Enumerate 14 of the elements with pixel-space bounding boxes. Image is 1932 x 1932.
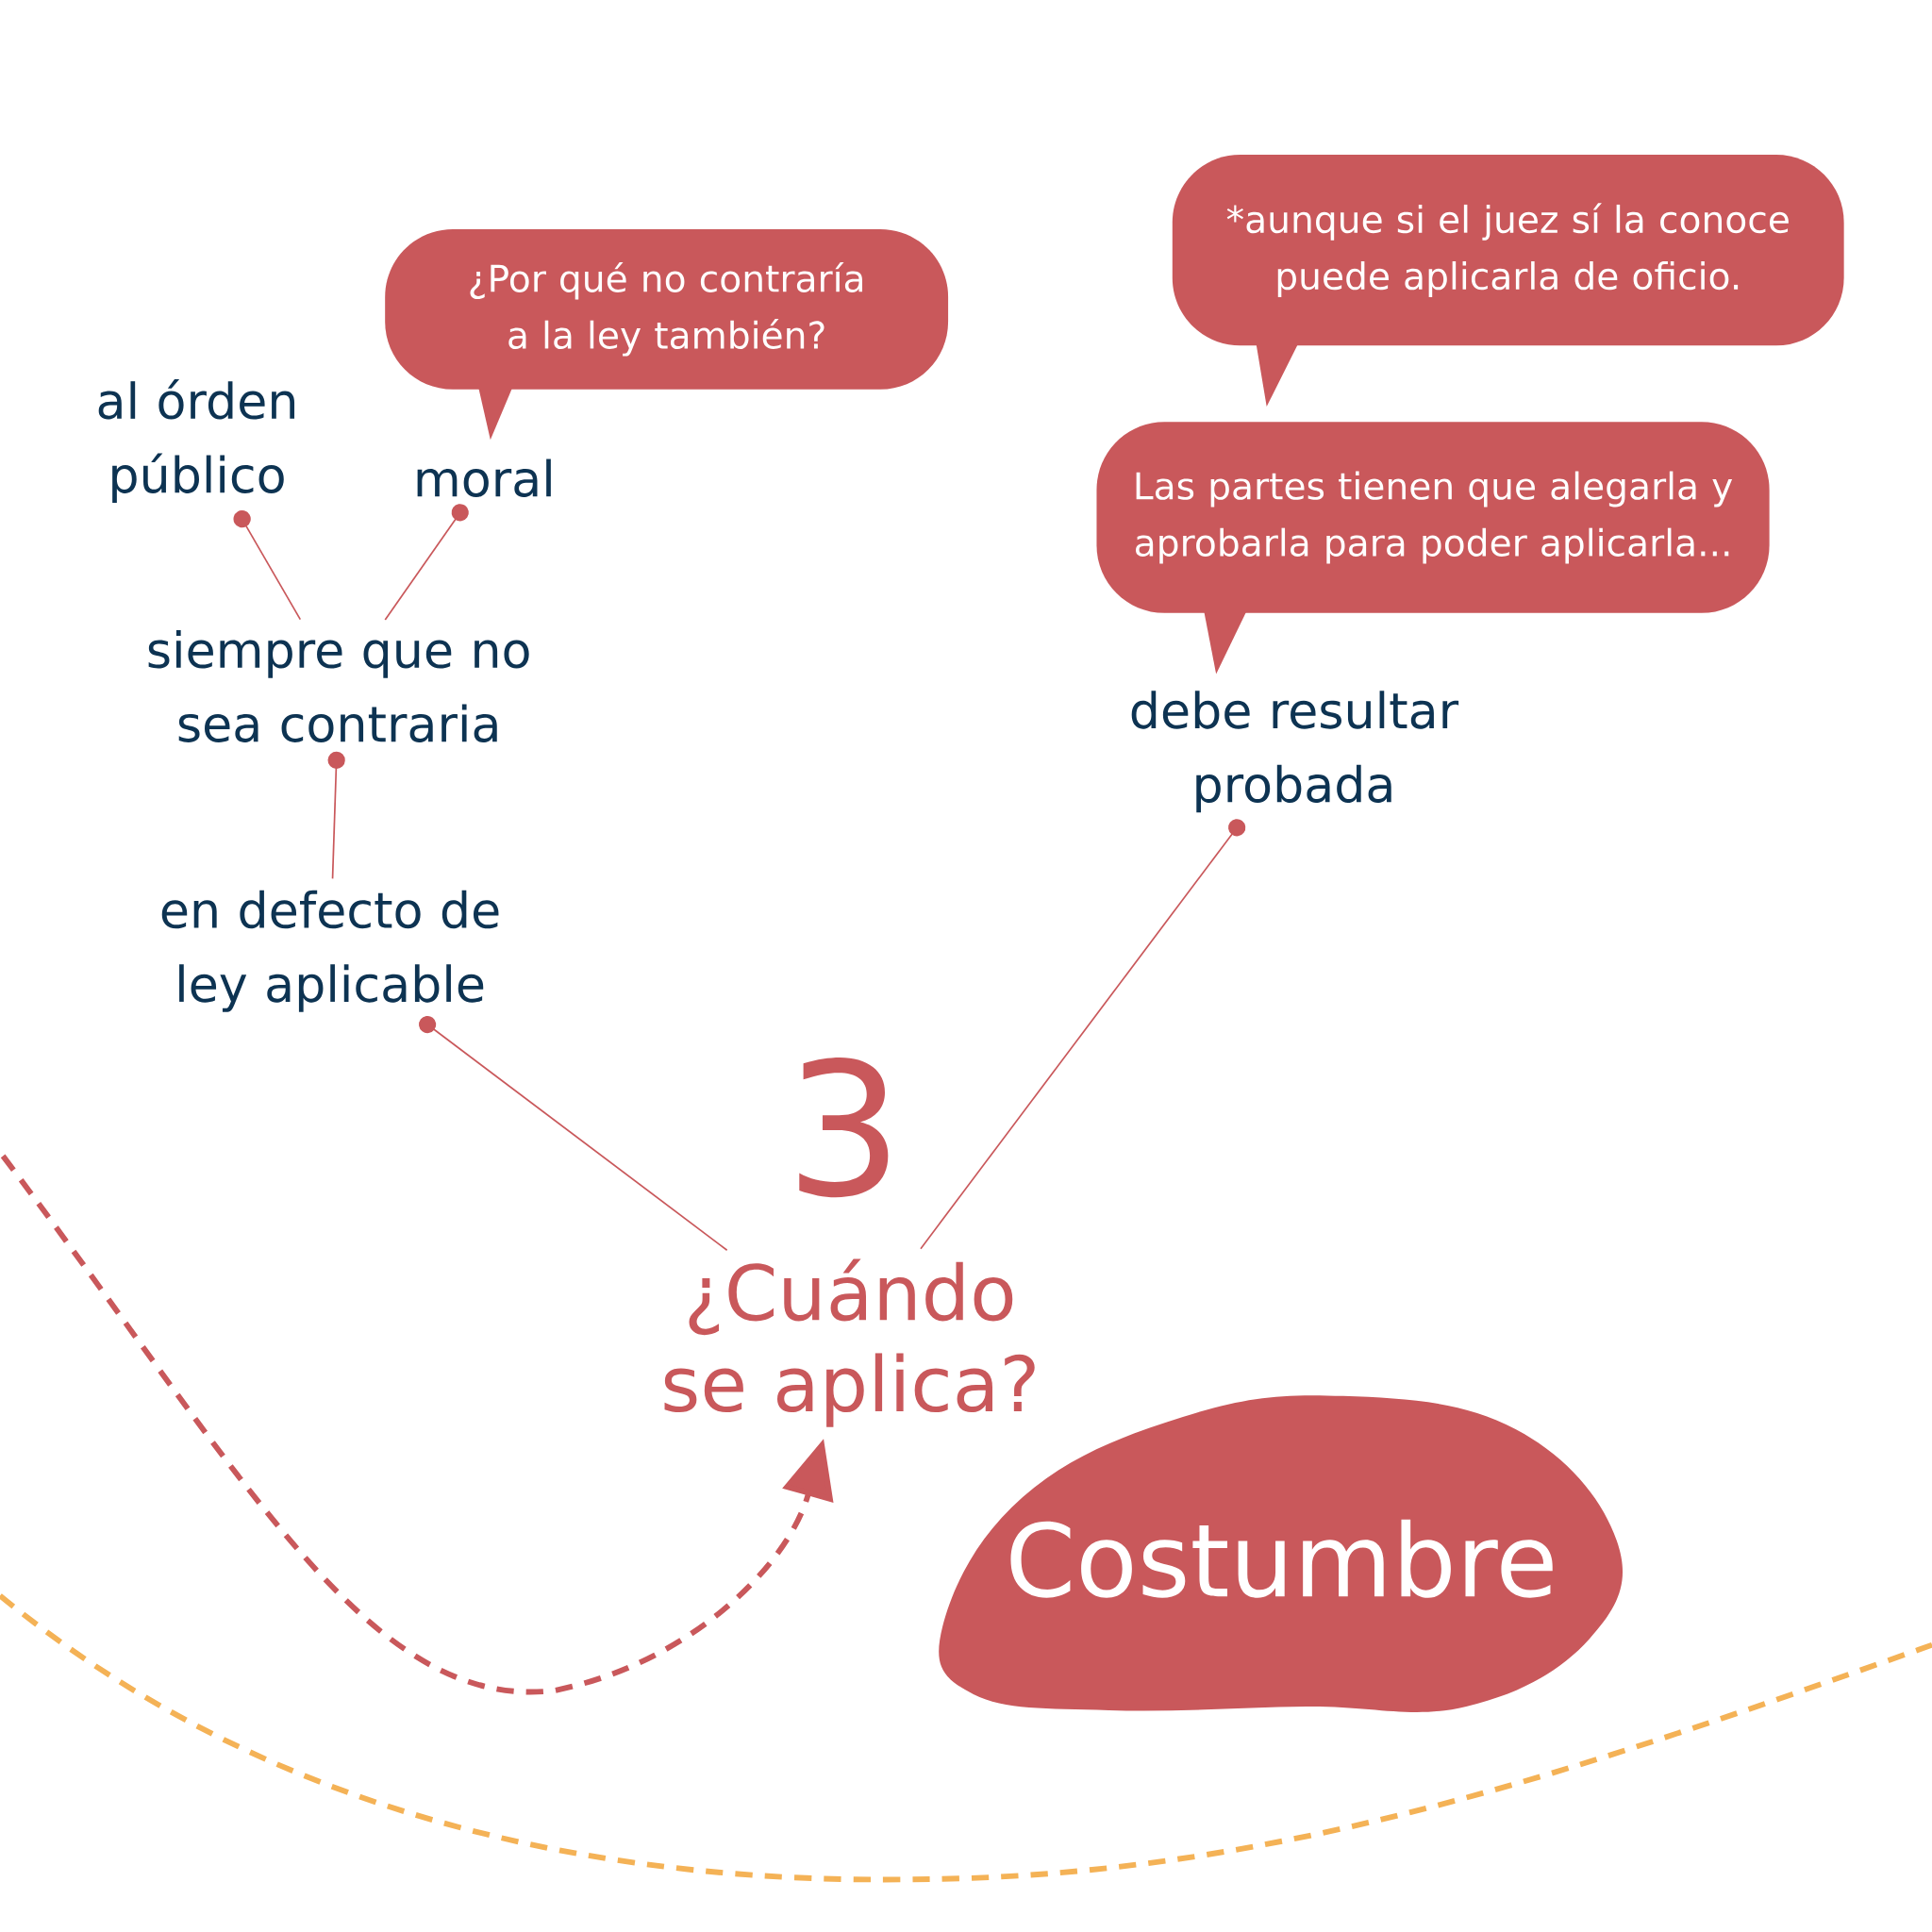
connector-line [233,510,302,621]
text-label: debe resultar probada [1131,691,1459,813]
text-label: al órden público [98,379,295,504]
step-number: 3 [799,1058,889,1198]
text-label: en defecto de ley aplicable [161,890,499,1012]
connector-line [384,504,469,621]
speech-bubble: ¿Por qué no contraría a la ley también? [385,228,949,441]
speech-bubble: *aunque si el juez sí la conoce puede aplicarla de oficio. [1172,154,1844,407]
connector-line [419,1015,728,1252]
connector-line [920,819,1246,1250]
text-label: moral [417,458,551,497]
text-label: siempre que no sea contraria [148,630,529,742]
connector-line [327,751,345,880]
speech-bubble: Las partes tienen que alegarla y aprobarla para poder aplicarla... [1096,422,1770,675]
